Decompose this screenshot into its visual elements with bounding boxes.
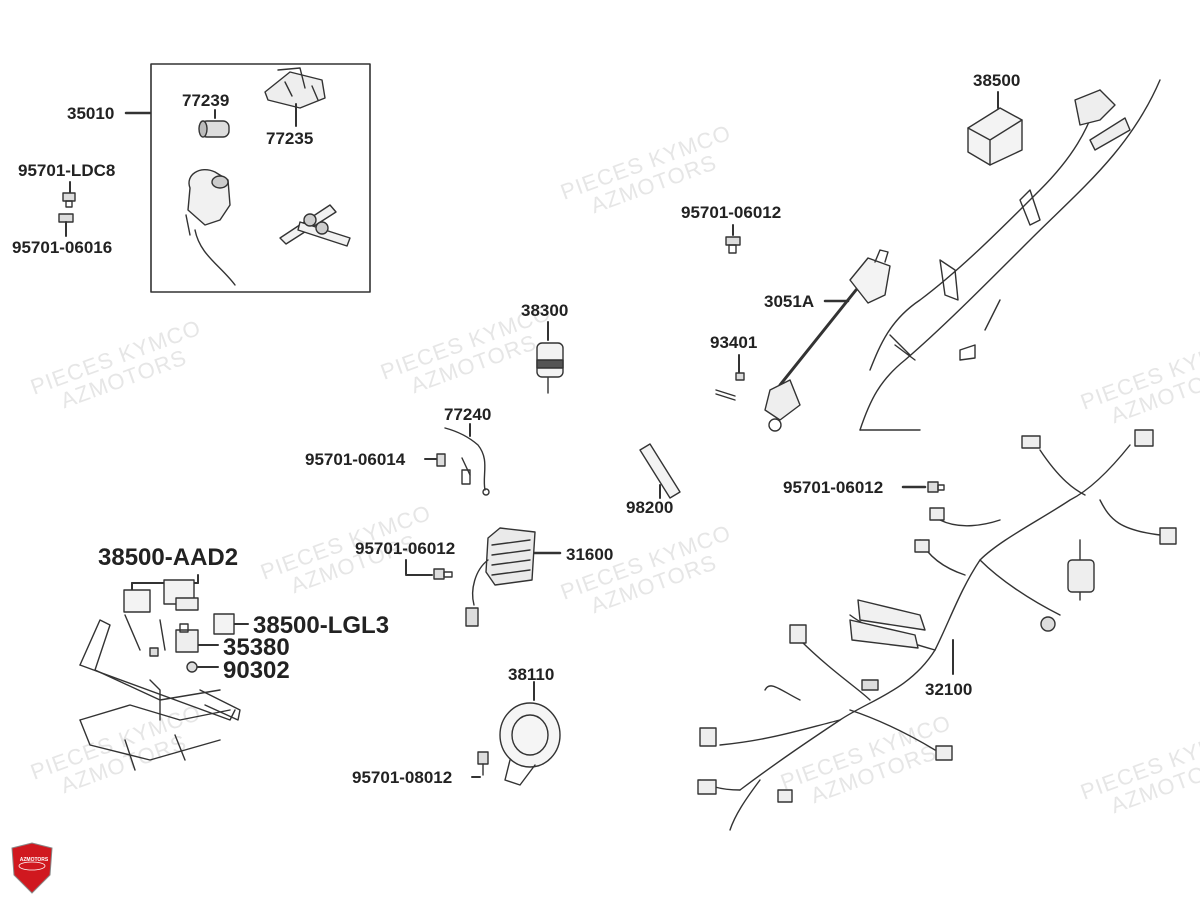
label-38500: 38500 bbox=[973, 71, 1021, 90]
label-95701-06012-right: 95701-06012 bbox=[783, 478, 884, 497]
screw-95701-06014 bbox=[424, 453, 471, 485]
bracket-77235 bbox=[264, 67, 326, 127]
ignition-coil-3051a bbox=[764, 249, 891, 432]
horn-38110 bbox=[499, 681, 561, 786]
label-93401: 93401 bbox=[710, 333, 758, 352]
starter-relay-38300 bbox=[536, 321, 564, 394]
screw-95701-06012-right bbox=[901, 481, 945, 493]
screw-95701-06016 bbox=[58, 213, 74, 237]
azmotors-logo bbox=[11, 842, 53, 894]
label-90302: 90302 bbox=[223, 657, 290, 684]
keys bbox=[279, 204, 351, 247]
label-77235: 77235 bbox=[266, 129, 314, 148]
label-32100: 32100 bbox=[925, 680, 973, 699]
label-38110: 38110 bbox=[508, 665, 555, 684]
label-77240: 77240 bbox=[444, 405, 492, 424]
screw-95701-06012-upper bbox=[725, 224, 741, 254]
label-35010: 35010 bbox=[67, 104, 115, 123]
label-38500-lgl3: 38500-LGL3 bbox=[253, 612, 390, 639]
wiring-harness-32100 bbox=[697, 429, 1177, 831]
kit-box-35010 bbox=[150, 63, 371, 293]
label-95701-06016: 95701-06016 bbox=[12, 238, 113, 257]
label-77239: 77239 bbox=[182, 91, 230, 110]
logo-text: AZMOTORS bbox=[19, 857, 49, 863]
ignition-switch bbox=[185, 169, 236, 286]
mounting-bracket bbox=[79, 614, 241, 771]
regulator-31600 bbox=[465, 527, 562, 627]
frame-tube bbox=[859, 79, 1161, 431]
label-38500-aad2: 38500-AAD2 bbox=[98, 544, 239, 571]
label-38300: 38300 bbox=[521, 301, 569, 320]
cable-77240 bbox=[444, 423, 490, 496]
relays-38500-aad2 bbox=[123, 574, 199, 613]
screw-95701-ldc8 bbox=[62, 181, 76, 208]
label-35380: 35380 bbox=[223, 634, 290, 661]
label-95701-06012-regulator: 95701-06012 bbox=[355, 539, 456, 558]
label-3051a: 3051A bbox=[764, 292, 815, 311]
label-95701-08012: 95701-08012 bbox=[352, 768, 453, 787]
label-31600: 31600 bbox=[566, 545, 614, 564]
bolt-93401 bbox=[715, 354, 745, 401]
label-98200: 98200 bbox=[626, 498, 674, 517]
screw-95701-08012 bbox=[471, 751, 489, 778]
switch-35380 bbox=[175, 623, 219, 653]
nut-90302 bbox=[186, 661, 219, 673]
screw-95701-06012-regulator bbox=[405, 559, 453, 580]
lock-cylinder-77239 bbox=[198, 109, 230, 138]
fuse-98200 bbox=[639, 443, 681, 499]
cdi-38500 bbox=[967, 91, 1023, 166]
relay-38500-lgl3 bbox=[213, 613, 249, 635]
label-95701-ldc8: 95701-LDC8 bbox=[18, 161, 116, 180]
label-95701-06014: 95701-06014 bbox=[305, 450, 406, 469]
label-95701-06012-upper: 95701-06012 bbox=[681, 203, 782, 222]
